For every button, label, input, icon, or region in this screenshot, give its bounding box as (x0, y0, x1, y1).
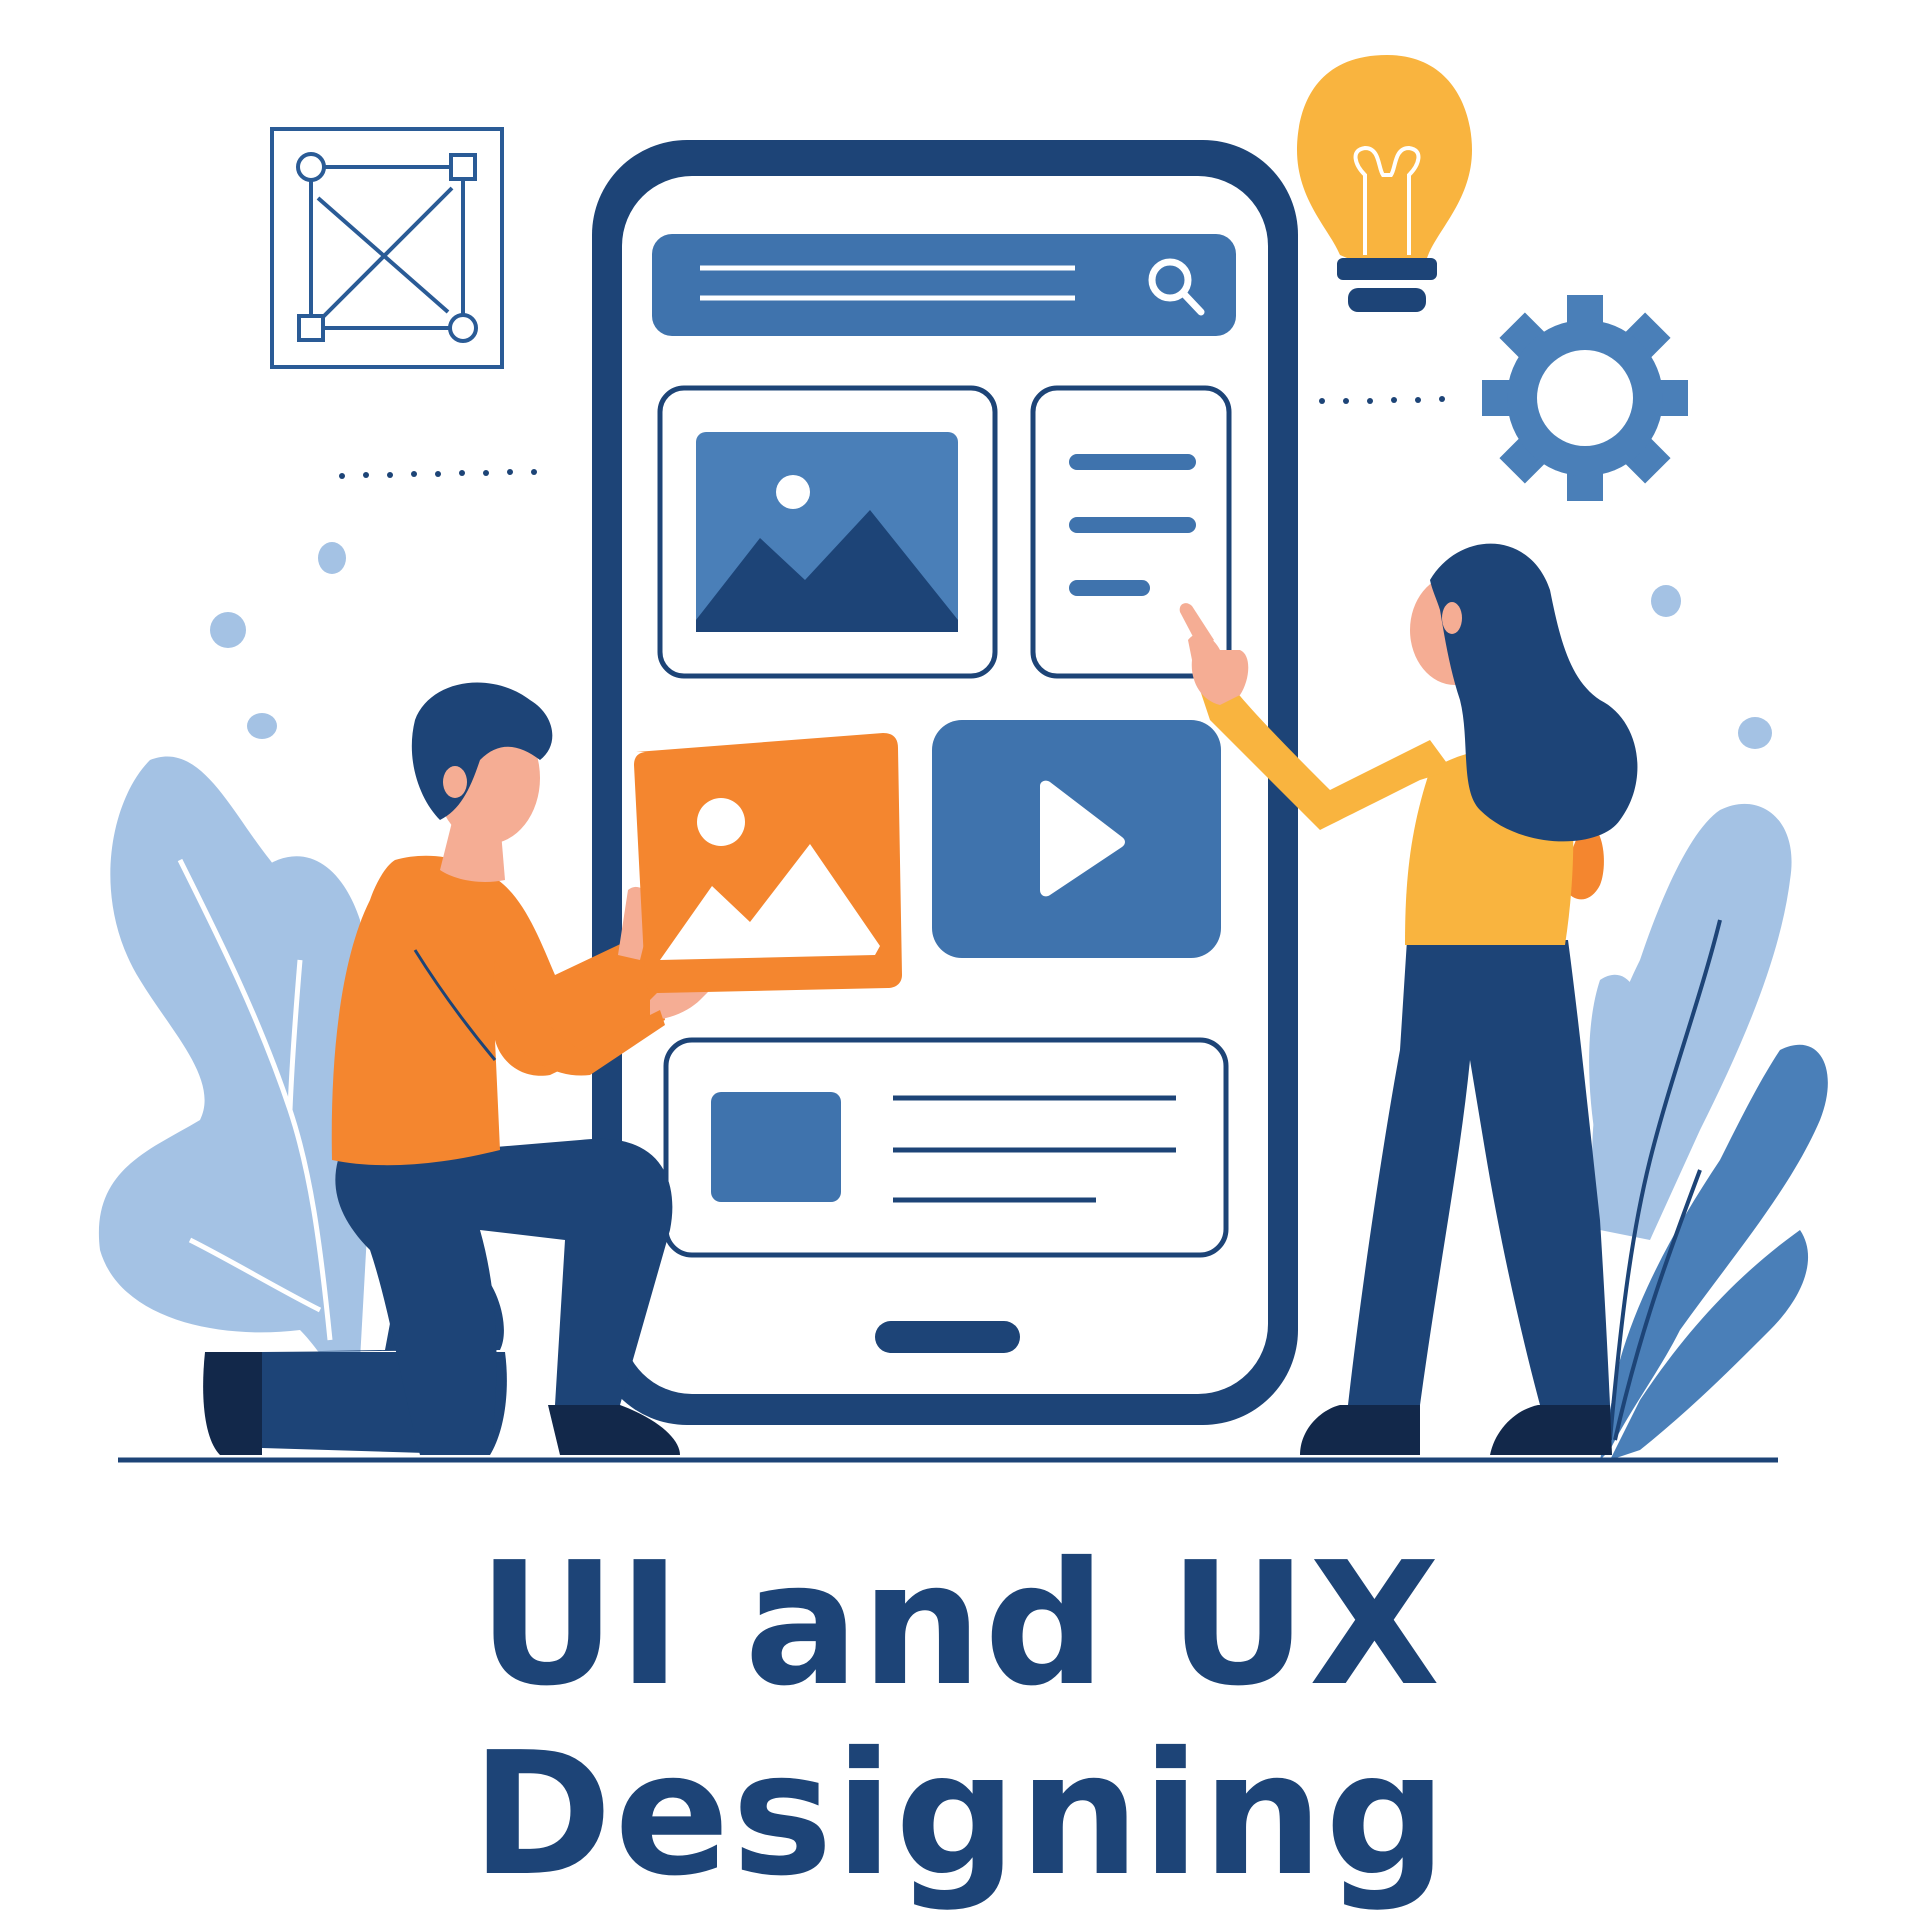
title-line-1: UI and UX (477, 1526, 1443, 1724)
woman-figure (1179, 543, 1638, 1455)
title-line-2: Designing (471, 1716, 1449, 1914)
list-card[interactable] (663, 1037, 1229, 1258)
dotted-line-left (339, 469, 537, 479)
page-title: UI and UX Designing (0, 1530, 1920, 1910)
wireframe-icon (270, 127, 504, 369)
image-icon (660, 798, 880, 960)
gear-icon (1482, 295, 1688, 501)
image-card[interactable] (657, 385, 998, 679)
search-bar[interactable] (652, 234, 1236, 336)
search-icon[interactable] (1148, 258, 1205, 316)
man-figure (203, 682, 736, 1455)
dragged-image-card[interactable] (634, 733, 902, 993)
image-icon (696, 475, 958, 632)
leaves-right (1589, 803, 1828, 1460)
lightbulb-icon (1297, 55, 1472, 312)
home-indicator (875, 1321, 1020, 1353)
decorative-dots (210, 542, 1772, 749)
play-icon[interactable] (1040, 780, 1125, 897)
video-card[interactable] (932, 720, 1221, 958)
dotted-line-right (1319, 396, 1445, 404)
phone-mockup (592, 140, 1298, 1425)
text-card[interactable] (1030, 385, 1232, 679)
